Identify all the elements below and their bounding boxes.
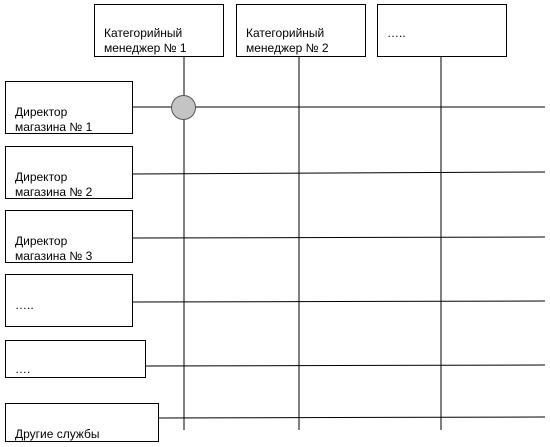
role-box-4: ….. — [5, 274, 133, 327]
role-box-3: Директор магазина № 3 — [5, 210, 133, 263]
role-box-6: Другие службы — [5, 403, 159, 442]
role-box-2: Директор магазина № 2 — [5, 146, 133, 199]
role-box-2-label: Директор магазина № 2 — [15, 170, 93, 199]
manager-box-3: ….. — [377, 4, 507, 57]
role-box-4-label: ….. — [15, 298, 34, 312]
role-box-3-label: Директор магазина № 3 — [15, 234, 93, 263]
role-2-horizontal-line — [131, 171, 546, 175]
manager-box-2: Категорийный менеджер № 2 — [236, 4, 366, 57]
intersection-marker — [171, 95, 196, 120]
manager-box-1: Категорийный менеджер № 1 — [94, 4, 224, 57]
role-box-6-label: Другие службы — [15, 427, 100, 441]
role-5-horizontal-line — [144, 364, 546, 367]
role-box-1: Директор магазина № 1 — [5, 81, 133, 134]
role-4-horizontal-line — [131, 300, 546, 303]
manager-box-1-label: Категорийный менеджер № 1 — [104, 26, 187, 55]
role-3-horizontal-line — [131, 236, 546, 239]
role-6-horizontal-line — [157, 416, 546, 419]
manager-box-3-label: ….. — [387, 26, 406, 40]
role-box-5-label: …. — [15, 362, 31, 376]
manager-box-2-label: Категорийный менеджер № 2 — [246, 26, 329, 55]
role-box-1-label: Директор магазина № 1 — [15, 105, 93, 134]
role-box-5: …. — [5, 340, 146, 378]
